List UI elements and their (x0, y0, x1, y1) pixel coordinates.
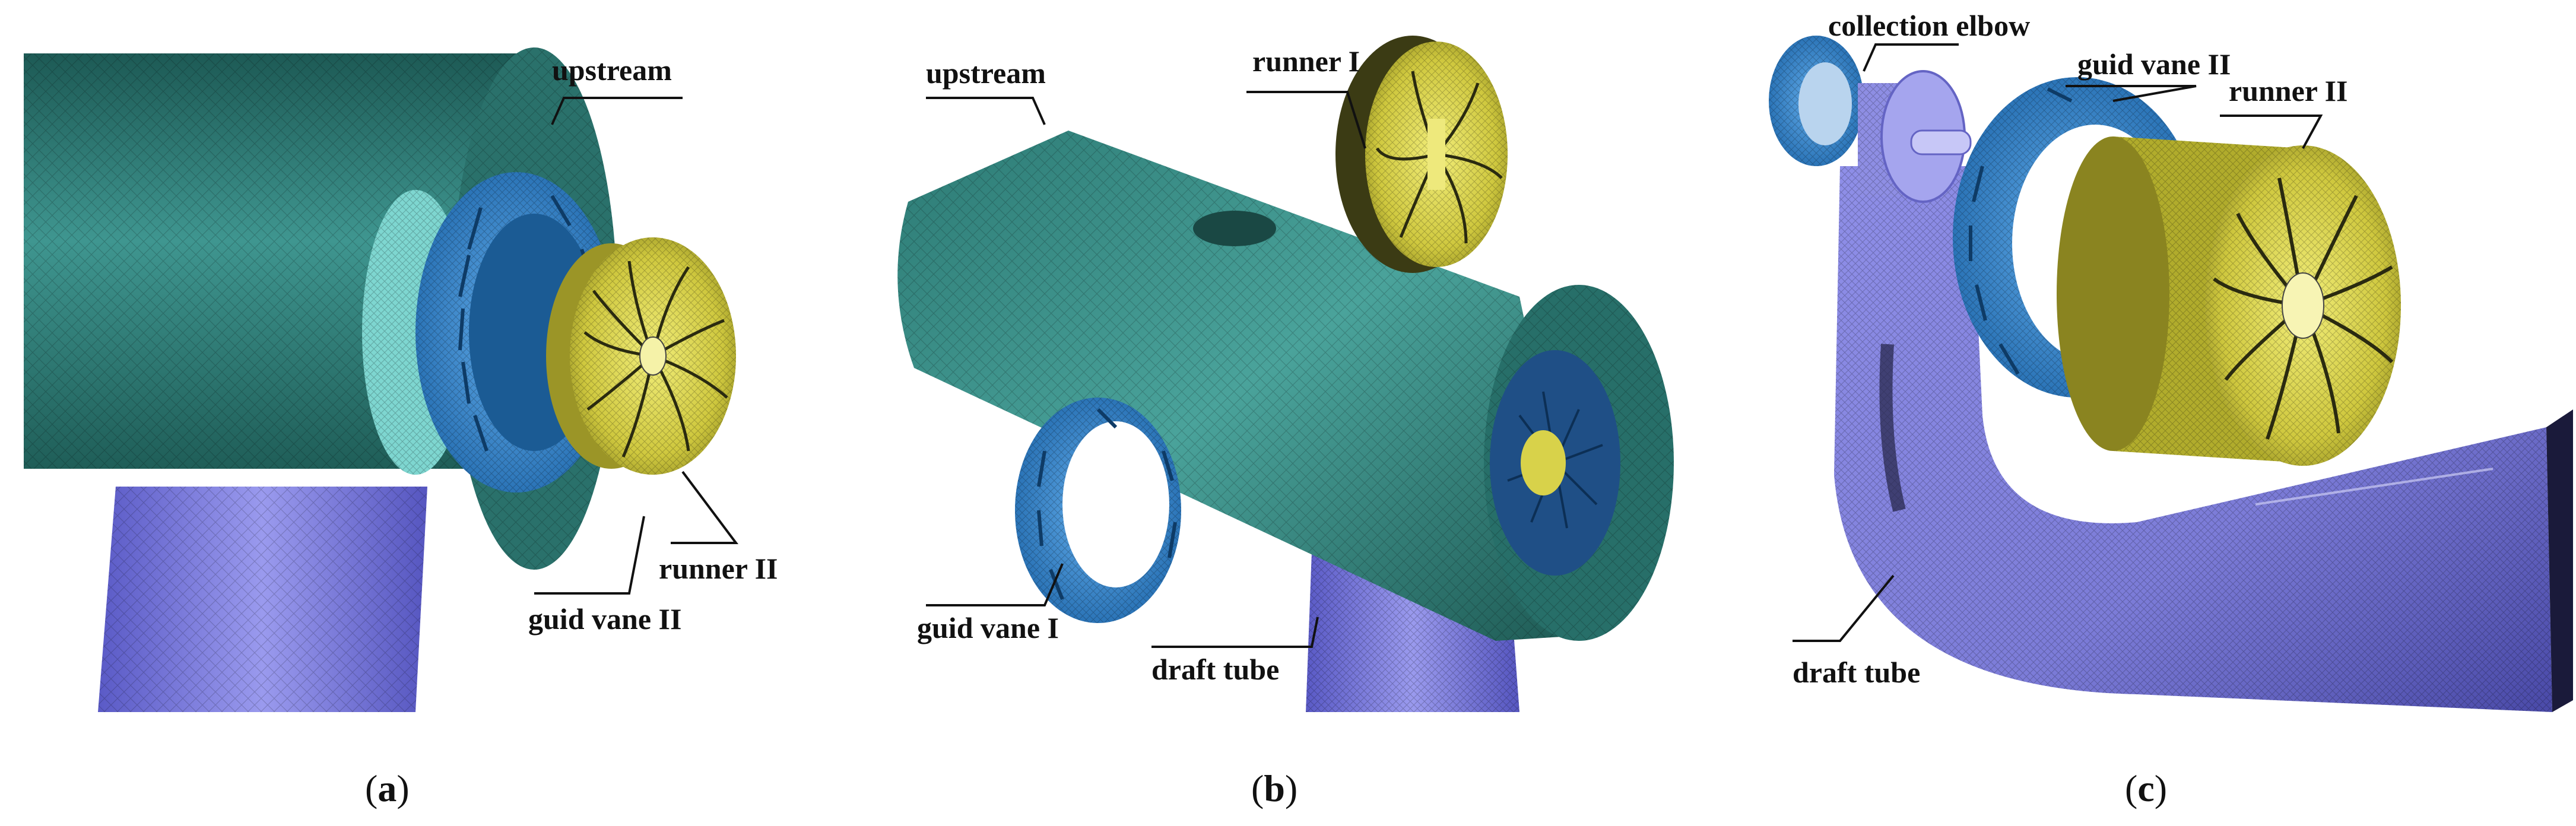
caption-c: (c) (2125, 767, 2167, 809)
svg-text:draft tube: draft tube (1793, 656, 1920, 689)
guide-vane-ring-b (1015, 398, 1181, 623)
svg-text:collection elbow: collection elbow (1828, 9, 2030, 42)
svg-text:runner I: runner I (1252, 45, 1360, 78)
label-runner-a: runner II (659, 471, 778, 585)
guide-vane-blades-c (1969, 87, 2073, 375)
caption-b: (b) (1251, 767, 1297, 809)
label-draft-tube-c: draft tube (1793, 574, 1920, 689)
draft-tube-c (1834, 166, 2573, 712)
svg-text:guid vane II: guid vane II (2077, 47, 2231, 81)
label-upstream-a: upstream (551, 53, 683, 125)
label-guide-vane-c: guid vane II (2066, 47, 2231, 102)
panel-c: collection elbow guid vane II runner II … (1769, 9, 2573, 809)
svg-text:upstream: upstream (552, 53, 672, 87)
runner-c (2057, 136, 2401, 466)
runner-b (1335, 36, 1508, 273)
svg-text:upstream: upstream (926, 56, 1046, 90)
label-guide-vane-a: guid vane II (528, 516, 681, 636)
collection-elbow-c (1769, 36, 1972, 203)
panel-b: upstream runner I guid vane I draft tube… (897, 36, 1674, 809)
label-upstream-b: upstream (926, 56, 1046, 125)
label-collection-elbow-c: collection elbow (1828, 9, 2030, 72)
svg-text:guid vane II: guid vane II (528, 602, 681, 636)
label-draft-tube-b: draft tube (1151, 617, 1319, 686)
svg-text:runner II: runner II (2229, 74, 2348, 107)
draft-tube-a (98, 487, 427, 712)
label-runner-b: runner I (1246, 45, 1366, 149)
caption-a: (a) (365, 767, 410, 809)
upstream-body-b (897, 131, 1674, 641)
svg-text:draft tube: draft tube (1151, 653, 1279, 686)
svg-text:guid vane I: guid vane I (917, 611, 1059, 644)
guide-vane-blades-b (1037, 408, 1177, 601)
label-runner-c: runner II (2220, 74, 2348, 149)
svg-text:runner II: runner II (659, 552, 778, 585)
label-guide-vane-b: guid vane I (917, 563, 1064, 644)
panel-a: upstream runner II guid vane II (a) (24, 47, 778, 809)
runner-a (546, 237, 736, 475)
